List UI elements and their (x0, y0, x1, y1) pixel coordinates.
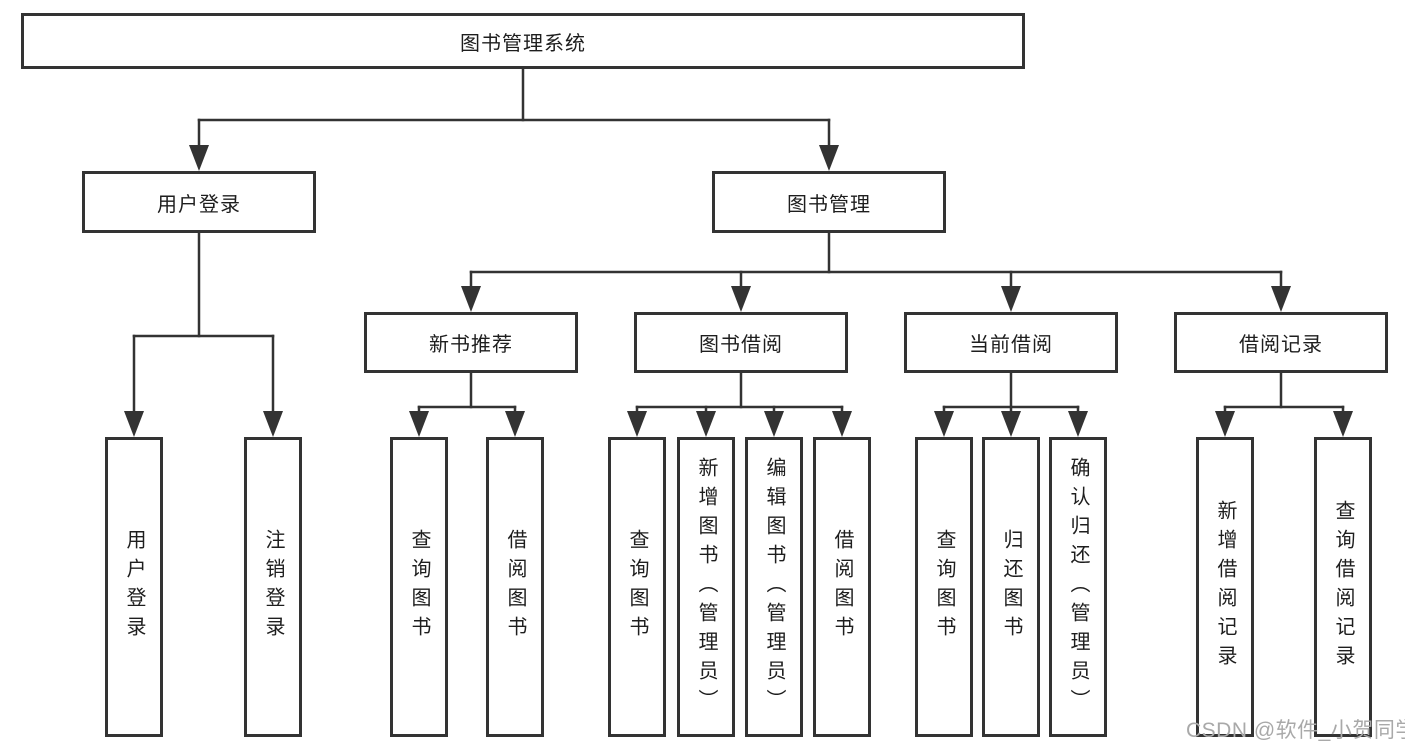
node-label: 图书借阅 (699, 334, 783, 356)
node-leaf-bb-borrow-books: 借阅图书 (813, 437, 871, 737)
node-borrow-records: 借阅记录 (1174, 312, 1388, 373)
node-label: 新增图书（管理员） (695, 456, 717, 718)
node-book-management: 图书管理 (712, 171, 946, 233)
node-label: 当前借阅 (969, 334, 1053, 356)
node-book-borrow: 图书借阅 (634, 312, 848, 373)
node-label: 图书管理系统 (460, 32, 586, 55)
node-leaf-rec-add-record: 新增借阅记录 (1196, 437, 1254, 737)
node-label: 查询借阅记录 (1332, 500, 1354, 674)
node-label: 新增借阅记录 (1214, 500, 1236, 674)
node-leaf-user-login: 用户登录 (105, 437, 163, 737)
node-label: 图书管理 (787, 193, 871, 216)
node-new-book-recommend: 新书推荐 (364, 312, 578, 373)
node-leaf-nb-query-books: 查询图书 (390, 437, 448, 737)
node-leaf-bb-edit-books-admin: 编辑图书（管理员） (745, 437, 803, 737)
node-label: 查询图书 (626, 529, 648, 645)
node-label: 查询图书 (933, 529, 955, 645)
node-label: 编辑图书（管理员） (763, 456, 785, 718)
node-leaf-logout: 注销登录 (244, 437, 302, 737)
node-label: 用户登录 (123, 529, 145, 645)
watermark: CSDN @软件_小贺同学 (1186, 719, 1405, 742)
node-leaf-nb-borrow-books: 借阅图书 (486, 437, 544, 737)
node-library-system: 图书管理系统 (21, 13, 1025, 69)
node-leaf-cb-query-books: 查询图书 (915, 437, 973, 737)
node-label: 查询图书 (408, 529, 430, 645)
node-user-login: 用户登录 (82, 171, 316, 233)
node-leaf-cb-confirm-return-admin: 确认归还（管理员） (1049, 437, 1107, 737)
node-leaf-bb-add-books-admin: 新增图书（管理员） (677, 437, 735, 737)
node-label: 新书推荐 (429, 334, 513, 356)
node-leaf-cb-return-books: 归还图书 (982, 437, 1040, 737)
node-label: 借阅图书 (831, 529, 853, 645)
node-label: 用户登录 (157, 193, 241, 216)
node-leaf-rec-query-record: 查询借阅记录 (1314, 437, 1372, 737)
node-label: 确认归还（管理员） (1067, 456, 1089, 718)
node-leaf-bb-query-books: 查询图书 (608, 437, 666, 737)
node-label: 归还图书 (1000, 529, 1022, 645)
node-current-borrow: 当前借阅 (904, 312, 1118, 373)
node-label: 注销登录 (262, 529, 284, 645)
node-label: 借阅记录 (1239, 334, 1323, 356)
node-label: 借阅图书 (504, 529, 526, 645)
